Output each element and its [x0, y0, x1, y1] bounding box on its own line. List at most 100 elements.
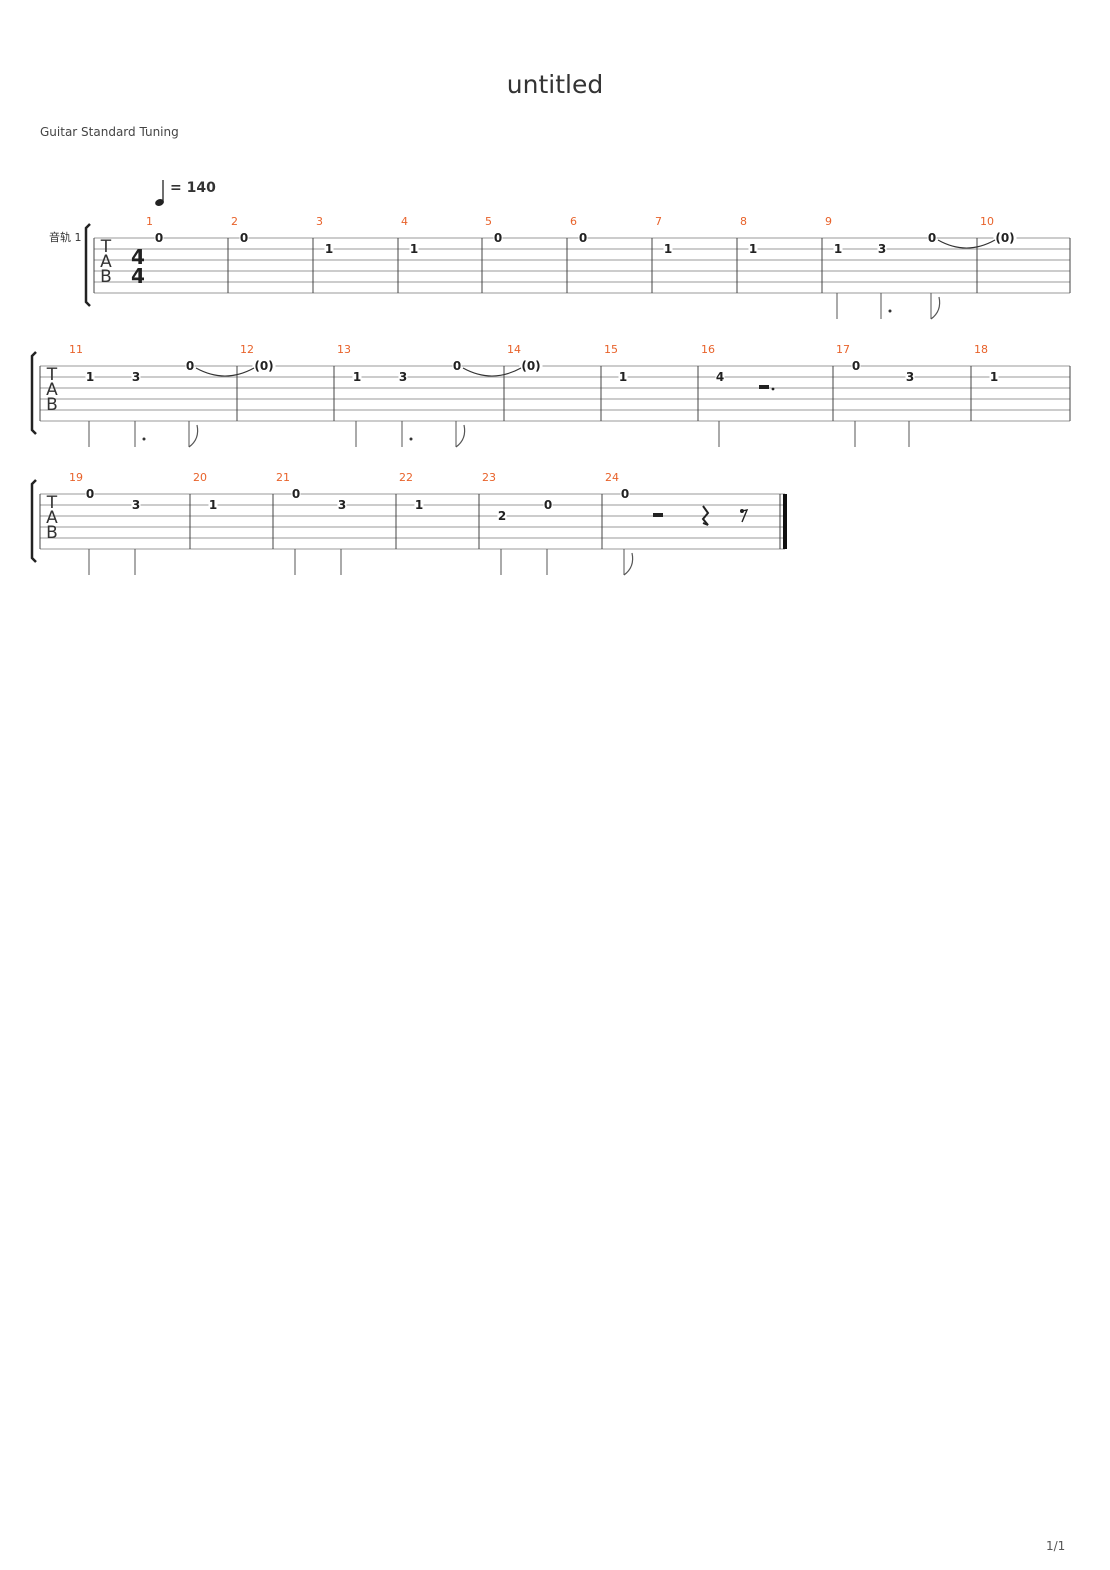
- measure-number: 5: [485, 215, 492, 228]
- eighth-rest: [741, 509, 749, 523]
- fret-background: [85, 372, 95, 383]
- fret-background: [993, 233, 1017, 244]
- tab-clef-letter: A: [46, 380, 58, 400]
- fret-background: [131, 500, 141, 511]
- tab-clef-letter: B: [46, 523, 58, 543]
- tab-clef-letter: A: [100, 252, 112, 272]
- page-number: 1/1: [1046, 1539, 1066, 1553]
- fret-background: [414, 500, 424, 511]
- tempo-marking: = 140: [170, 180, 216, 196]
- measure-number: 19: [69, 471, 83, 484]
- system-bracket: [30, 479, 37, 563]
- fret-number: 1: [415, 498, 423, 512]
- measure-number: 7: [655, 215, 662, 228]
- tab-clef-letter: T: [100, 237, 112, 257]
- quarter-note-icon: [154, 178, 168, 212]
- measure-number: 23: [482, 471, 496, 484]
- fret-number: 0: [155, 231, 163, 245]
- fret-number: 1: [834, 242, 842, 256]
- fret-background: [154, 233, 164, 244]
- measure-number: 2: [231, 215, 238, 228]
- fret-number: 0: [928, 231, 936, 245]
- fret-background: [409, 244, 419, 255]
- fret-number: 0: [240, 231, 248, 245]
- fret-background: [618, 372, 628, 383]
- measure-number: 11: [69, 343, 83, 356]
- fret-number: 0: [852, 359, 860, 373]
- fret-number: 1: [749, 242, 757, 256]
- fret-background: [715, 372, 725, 383]
- measure-number: 13: [337, 343, 351, 356]
- half-rest: [759, 385, 769, 389]
- tab-clef-letter: B: [100, 267, 112, 287]
- measure-number: 17: [836, 343, 850, 356]
- system-bracket: [84, 223, 91, 307]
- measure-number: 14: [507, 343, 521, 356]
- fret-number: 3: [338, 498, 346, 512]
- fret-number: 0: [186, 359, 194, 373]
- fret-background: [578, 233, 588, 244]
- fret-background: [905, 372, 915, 383]
- half-rest: [653, 513, 663, 517]
- fret-background: [131, 372, 141, 383]
- quarter-rest: [701, 505, 710, 526]
- measure-number: 1: [146, 215, 153, 228]
- fret-number: 1: [664, 242, 672, 256]
- eighth-flag: [623, 552, 634, 576]
- dot-mark: [771, 387, 775, 391]
- fret-background: [493, 233, 503, 244]
- dot-mark: [409, 437, 413, 441]
- fret-background: [877, 244, 887, 255]
- fret-number: 1: [990, 370, 998, 384]
- measure-number: 10: [980, 215, 994, 228]
- fret-number: (0): [521, 359, 540, 373]
- fret-background: [239, 233, 249, 244]
- fret-number: 1: [325, 242, 333, 256]
- measure-number: 9: [825, 215, 832, 228]
- measure-number: 4: [401, 215, 408, 228]
- fret-number: 0: [292, 487, 300, 501]
- fret-number: 3: [878, 242, 886, 256]
- measure-number: 18: [974, 343, 988, 356]
- fret-background: [497, 511, 507, 522]
- fret-background: [337, 500, 347, 511]
- fret-background: [519, 361, 543, 372]
- tab-clef-letter: B: [46, 395, 58, 415]
- fret-number: 0: [86, 487, 94, 501]
- time-signature-bottom: 4: [131, 264, 145, 288]
- tie: [195, 367, 255, 377]
- dot-mark: [888, 309, 892, 313]
- system-bracket: [30, 351, 37, 435]
- fret-number: (0): [995, 231, 1014, 245]
- fret-background: [927, 233, 937, 244]
- measure-number: 20: [193, 471, 207, 484]
- fret-background: [748, 244, 758, 255]
- fret-background: [851, 361, 861, 372]
- tab-clef-letter: T: [46, 365, 58, 385]
- fret-background: [85, 489, 95, 500]
- fret-background: [185, 361, 195, 372]
- score-title: untitled: [506, 70, 604, 99]
- measure-number: 6: [570, 215, 577, 228]
- fret-number: 1: [410, 242, 418, 256]
- fret-number: 0: [621, 487, 629, 501]
- dot-mark: [142, 437, 146, 441]
- tab-clef-letter: A: [46, 508, 58, 528]
- fret-number: 1: [619, 370, 627, 384]
- time-signature-top: 4: [131, 245, 145, 269]
- track-name: 音轨 1: [49, 231, 82, 244]
- fret-number: 0: [579, 231, 587, 245]
- fret-background: [620, 489, 630, 500]
- tab-clef-letter: T: [46, 493, 58, 513]
- fret-number: 0: [544, 498, 552, 512]
- measure-number: 24: [605, 471, 619, 484]
- fret-background: [252, 361, 276, 372]
- measure-number: 3: [316, 215, 323, 228]
- fret-background: [291, 489, 301, 500]
- fret-number: 1: [353, 370, 361, 384]
- tie: [462, 367, 522, 377]
- fret-background: [398, 372, 408, 383]
- fret-number: (0): [254, 359, 273, 373]
- fret-number: 0: [494, 231, 502, 245]
